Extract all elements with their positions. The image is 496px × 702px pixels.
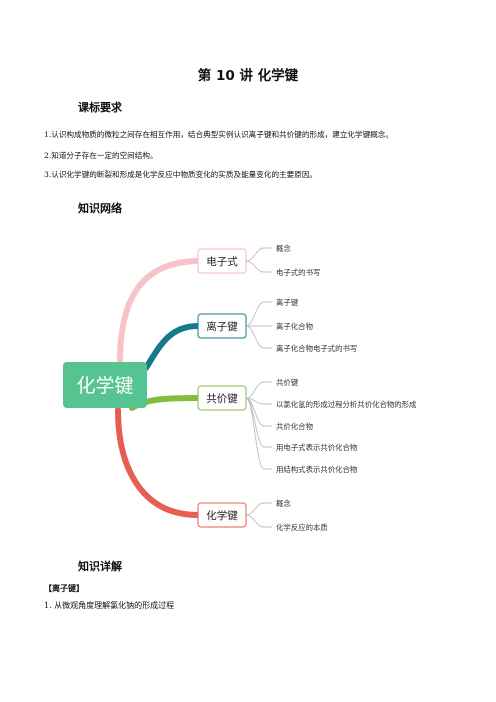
leaf-covalent-4: 用电子式表示共价化合物 [276,443,358,452]
branch-label-ionic: 离子键 [206,320,238,333]
connector-ionic [143,323,201,371]
requirement-2: 2.知道分子存在一定的空间结构。 [44,151,158,160]
leaf-electron-2: 电子式的书写 [276,268,320,277]
leaf-ionic-3: 离子化合物电子式的书写 [276,344,357,353]
requirement-1: 1.认识构成物质的微粒之间存在相互作用，结合典型实例认识离子键和共价键的形成，建… [44,130,393,139]
connector-electron [116,258,201,375]
leaf-electron-1: 概念 [276,244,291,253]
section-heading-network: 知识网络 [78,202,122,215]
brackets-chembond [245,502,272,528]
branch-label-covalent: 共价键 [206,392,238,405]
leaf-covalent-1: 共价键 [276,378,299,387]
branch-label-chembond: 化学键 [206,509,238,522]
page-title: 第 10 讲 化学键 [197,68,299,84]
leaf-covalent-3: 共价化合物 [276,422,314,431]
section-heading-details: 知识详解 [78,560,122,573]
brackets-ionic [245,301,272,349]
root-node [63,362,147,408]
requirement-3: 3.认识化学键的断裂和形成是化学反应中物质变化的实质及能量变化的主要原因。 [44,170,318,179]
leaf-chembond-2: 化学反应的本质 [276,523,328,532]
leaf-covalent-2: 以氯化氢的形成过程分析共价化合物的形成 [276,400,417,409]
root-label: 化学键 [76,375,133,397]
leaf-covalent-5: 用结构式表示共价化合物 [276,465,358,474]
branch-label-electron: 电子式 [206,255,238,268]
detail-heading: 【离子键】 [44,583,84,593]
leaf-ionic-2: 离子化合物 [276,322,314,331]
section-heading-requirements: 课标要求 [78,101,122,114]
connector-chembond [115,407,201,518]
brackets-electron [245,247,272,273]
leaf-ionic-1: 离子键 [276,298,299,307]
detail-item: 1. 从微观角度理解氯化钠的形成过程 [44,601,175,610]
brackets-covalent [245,381,272,470]
leaf-chembond-1: 概念 [276,499,291,508]
